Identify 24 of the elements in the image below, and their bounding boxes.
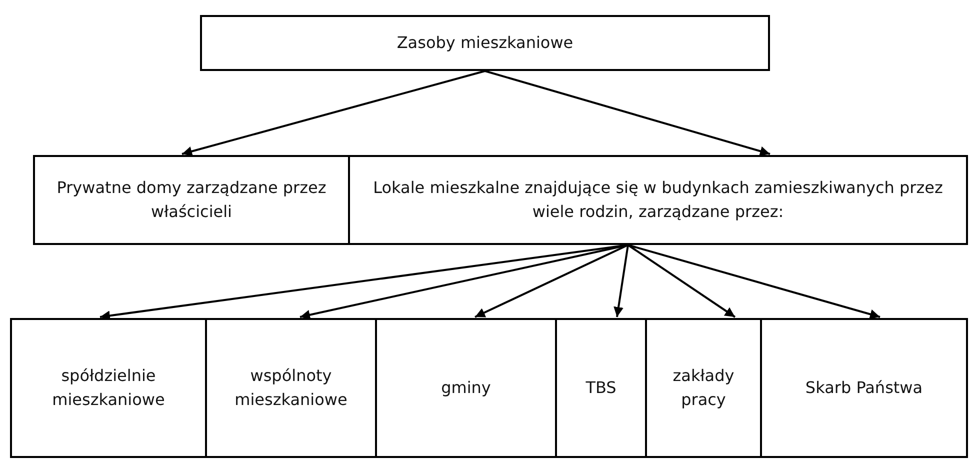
- process-box: [200, 15, 770, 71]
- process-box: [348, 155, 968, 245]
- box-label: Skarb Państwa: [805, 377, 923, 399]
- box-label: Lokale mieszkalne znajdujące się w budynkach zamieszkiwanych przez wiele rodzin, zarządzane przez:: [372, 177, 944, 223]
- arrow: [614, 244, 629, 318]
- box-label: zakłady pracy: [672, 365, 736, 411]
- process-box: [555, 318, 647, 458]
- arrow: [182, 70, 486, 156]
- arrow: [484, 70, 770, 156]
- box-label: TBS: [586, 377, 616, 399]
- process-box: [205, 318, 377, 458]
- process-box: [10, 318, 207, 458]
- process-box: [645, 318, 762, 458]
- process-box: [760, 318, 968, 458]
- box-label: wspólnoty mieszkaniowe: [234, 365, 348, 411]
- box-label: spółdzielnie mieszkaniowe: [51, 365, 166, 411]
- arrow: [627, 244, 736, 318]
- arrow: [474, 244, 628, 318]
- box-label: gminy: [441, 377, 491, 399]
- process-box: [375, 318, 557, 458]
- box-label: Prywatne domy zarządzane przez właścicieli: [56, 177, 328, 223]
- arrow: [628, 244, 880, 320]
- process-box: [33, 155, 350, 245]
- box-label: Zasoby mieszkaniowe: [396, 32, 574, 54]
